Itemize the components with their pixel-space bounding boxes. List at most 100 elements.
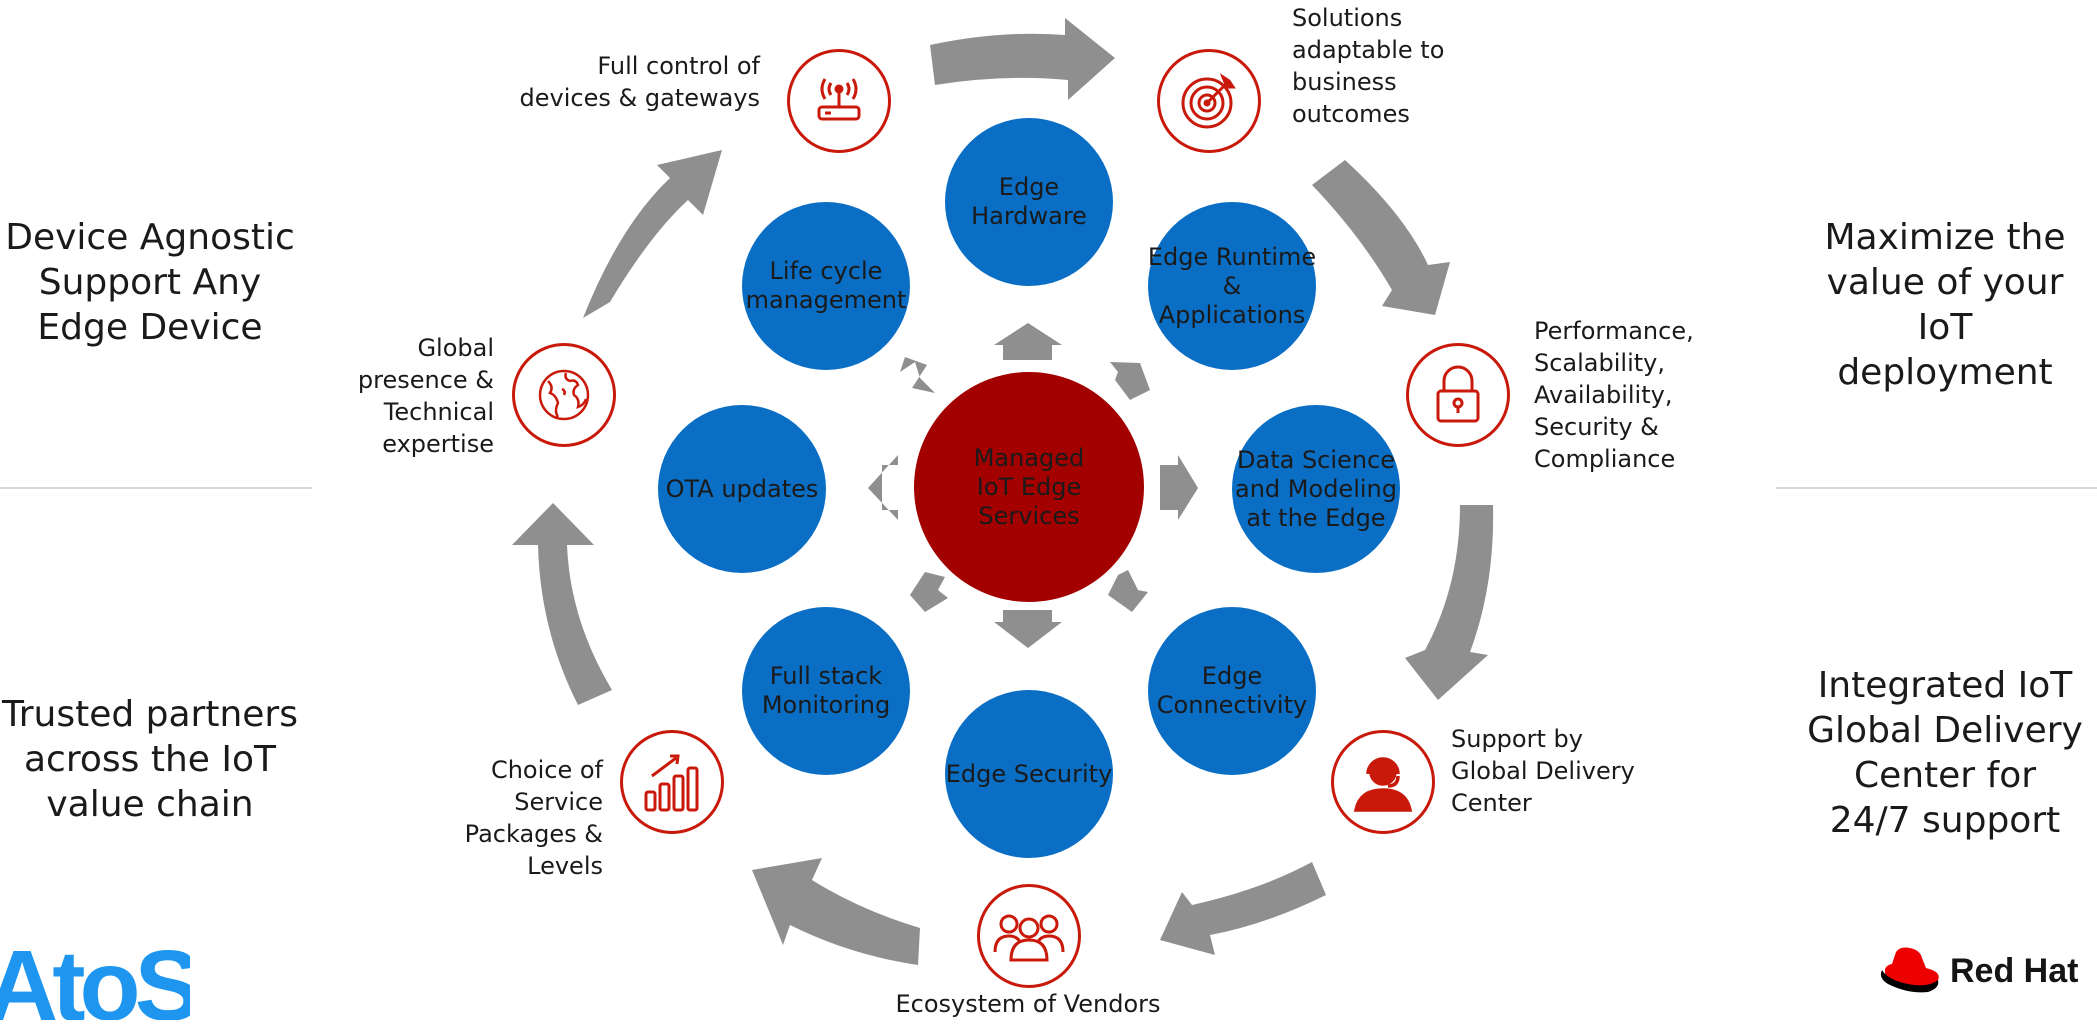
node-life-cycle-management: Life cycle management	[742, 202, 910, 370]
node-label-line: Edge Runtime	[1147, 242, 1317, 271]
atos-logo: AtoS	[0, 930, 204, 1025]
hub-arrow-right	[1160, 455, 1198, 520]
center-hub-managed-iot: Managed IoT Edge Services	[914, 372, 1144, 602]
side-text-line: across the IoT	[24, 739, 276, 780]
node-label-line: Edge	[1201, 662, 1263, 690]
cycle-arrow-bottom-left	[752, 858, 920, 965]
people-group-icon	[977, 884, 1081, 988]
node-edge-runtime: Edge Runtime & Applications	[1148, 202, 1316, 370]
label-line: Global Delivery	[1451, 757, 1635, 785]
cycle-arrow-left	[512, 503, 612, 705]
side-text-line: deployment	[1837, 352, 2053, 393]
label-ecosystem: Ecosystem of Vendors	[828, 988, 1228, 1020]
side-text-line: Integrated IoT	[1817, 665, 2073, 706]
side-text-line: Maximize the	[1824, 217, 2066, 258]
node-label-line: Full stack	[769, 662, 883, 690]
side-text-line: value of your IoT	[1826, 262, 2064, 348]
node-label-line: Data Science	[1237, 445, 1395, 474]
node-data-science: Data Science and Modeling at the Edge	[1232, 405, 1400, 573]
red-hat-logo: Red Hat	[1878, 944, 2078, 996]
label-line: adaptable to	[1292, 36, 1445, 64]
side-text-line: value chain	[46, 784, 254, 825]
label-line: expertise	[382, 430, 494, 458]
label-global: Global presence & Technical expertise	[300, 332, 494, 460]
label-line: Support by	[1451, 725, 1583, 753]
node-edge-hardware: Edge Hardware	[945, 118, 1113, 286]
hub-label-line: IoT Edge	[976, 472, 1082, 501]
node-label-line: Connectivity	[1156, 691, 1308, 719]
node-label-line: Hardware	[971, 202, 1087, 230]
svg-text:Red Hat: Red Hat	[1950, 952, 2078, 990]
label-line: Availability,	[1534, 381, 1673, 409]
node-label-line: Life cycle	[769, 257, 883, 285]
label-line: Compliance	[1534, 445, 1676, 473]
side-text-line: 24/7 support	[1829, 800, 2061, 841]
node-label-line: management	[745, 286, 907, 314]
side-text-line: Support Any	[38, 262, 262, 303]
right-divider	[1776, 487, 2097, 489]
cycle-arrow-bottom-right	[1160, 862, 1326, 955]
side-text-trusted-partners: Trusted partners across the IoT value ch…	[0, 692, 300, 827]
side-text-line: Edge Device	[37, 307, 263, 348]
label-line: business	[1292, 68, 1397, 96]
left-divider	[0, 487, 312, 489]
cycle-arrow-top-right	[1312, 160, 1450, 315]
node-edge-security: Edge Security	[945, 690, 1113, 858]
node-label-line: at the Edge	[1246, 503, 1386, 532]
hub-arrow-left	[868, 455, 898, 520]
label-line: Global	[417, 334, 494, 362]
node-label-line: Monitoring	[761, 691, 891, 719]
label-line: Performance,	[1534, 317, 1694, 345]
label-line: Choice of	[490, 756, 603, 784]
label-line: Packages &	[464, 820, 603, 848]
node-edge-connectivity: Edge Connectivity	[1148, 607, 1316, 775]
label-full-control: Full control of devices & gateways	[480, 50, 760, 114]
side-text-maximize-value: Maximize the value of your IoT deploymen…	[1795, 215, 2095, 395]
hub-arrow-up	[994, 323, 1062, 360]
hub-arrow-down-left	[910, 572, 948, 612]
label-line: Technical	[383, 398, 494, 426]
cycle-arrow-top	[930, 18, 1115, 100]
label-line: Full control of	[597, 52, 760, 80]
hub-label-line: Services	[978, 501, 1080, 530]
label-line: Levels	[527, 852, 603, 880]
node-label-line: Edge	[998, 173, 1060, 201]
side-text-line: Center for	[1853, 755, 2037, 796]
support-agent-icon	[1331, 730, 1435, 834]
hub-label-line: Managed	[973, 443, 1085, 472]
label-line: Scalability,	[1534, 349, 1665, 377]
side-text-device-agnostic: Device Agnostic Support Any Edge Device	[0, 215, 300, 350]
hub-arrow-up-left	[900, 357, 935, 393]
bar-chart-growth-icon	[620, 730, 724, 834]
node-label-line: Applications	[1158, 300, 1306, 329]
cycle-arrow-right	[1405, 505, 1494, 700]
label-line: presence &	[357, 366, 494, 394]
label-support: Support by Global Delivery Center	[1451, 723, 1661, 819]
node-full-stack-monitoring: Full stack Monitoring	[742, 607, 910, 775]
globe-icon	[512, 343, 616, 447]
label-line: Center	[1451, 789, 1532, 817]
hub-arrow-up-right	[1110, 362, 1150, 400]
label-solutions: Solutions adaptable to business outcomes	[1292, 2, 1492, 130]
router-icon	[787, 49, 891, 153]
padlock-icon	[1406, 343, 1510, 447]
side-text-line: Trusted partners	[2, 694, 298, 735]
node-label-line: &	[1222, 271, 1242, 300]
hub-arrow-down-right	[1108, 570, 1148, 612]
side-text-line: Device Agnostic	[5, 217, 295, 258]
node-label-line: and Modeling	[1235, 474, 1397, 503]
cycle-arrow-top-left	[583, 150, 722, 318]
label-line: Security &	[1534, 413, 1659, 441]
target-icon	[1157, 49, 1261, 153]
node-label-line: Edge Security	[945, 759, 1113, 788]
svg-text:AtoS: AtoS	[0, 930, 190, 1020]
side-text-integrated-iot: Integrated IoT Global Delivery Center fo…	[1795, 663, 2095, 843]
label-line: Service	[514, 788, 603, 816]
label-line: Ecosystem of Vendors	[895, 990, 1161, 1018]
label-line: outcomes	[1292, 100, 1410, 128]
label-performance: Performance, Scalability, Availability, …	[1534, 315, 1734, 475]
side-text-line: Global Delivery	[1807, 710, 2083, 751]
label-line: Solutions	[1292, 4, 1403, 32]
hub-arrow-down	[994, 610, 1062, 648]
